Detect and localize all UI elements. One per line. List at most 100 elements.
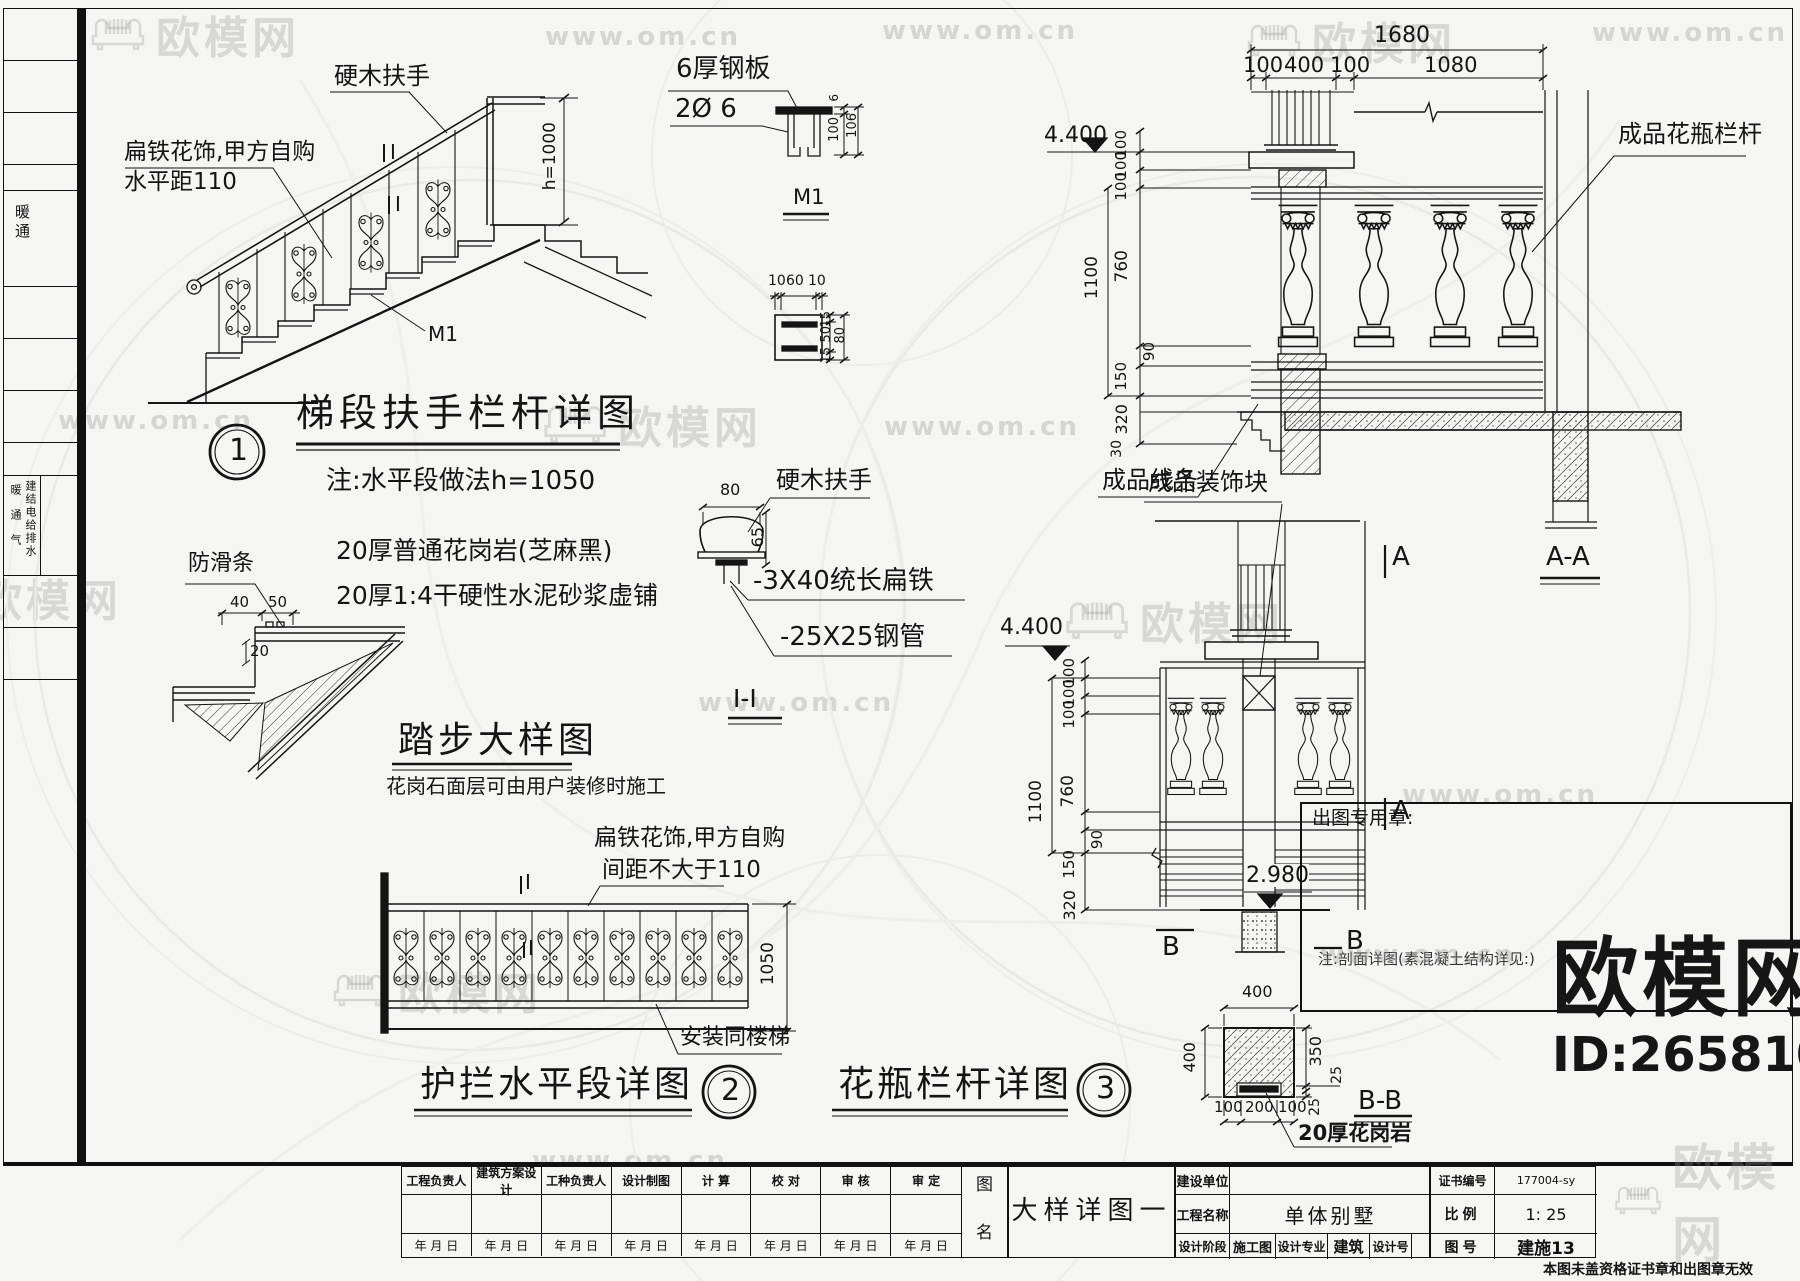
bbsec-dim-100: 100: [1214, 1098, 1243, 1116]
tread-note: 花岗石面层可由用户装修时施工: [386, 774, 666, 798]
bb-block-label: 成品装饰块: [1148, 468, 1268, 496]
d2-spacing-label: 间距不大于110: [602, 857, 761, 883]
tread-antislip-label: 防滑条: [188, 551, 255, 576]
binding-strip: [77, 8, 86, 1163]
d1-number: 1: [229, 433, 249, 468]
sig-cell: [821, 1195, 892, 1234]
bb-dim-760: 760: [1058, 775, 1078, 808]
bb-dim-320: 320: [1060, 890, 1079, 921]
d1-spacing-label: 水平距110: [124, 169, 237, 195]
bb-section-a-mark: A: [1392, 542, 1410, 572]
sig-date: 年 月 日: [542, 1234, 612, 1256]
d2-flat-iron-label: 扁铁花饰,甲方自购: [594, 825, 786, 851]
ii-dim-80: 80: [720, 480, 741, 499]
bbsec-dim-350: 350: [1306, 1036, 1325, 1067]
aa-title: A-A: [1546, 542, 1590, 572]
sidebar: 暖通 暖通气 建结电给排水: [3, 8, 78, 1163]
scale-value: 1: 25: [1495, 1195, 1597, 1234]
d2-section-i-mark: I: [525, 870, 531, 894]
aa-dim-760: 760: [1112, 250, 1132, 283]
d3-number: 3: [1096, 1071, 1116, 1106]
ii-pipe-label: -25X25钢管: [780, 622, 926, 652]
stage-label: 设计阶段: [1176, 1234, 1230, 1259]
m1-dim-106: 106: [845, 113, 860, 138]
ii-dim-65: 65: [748, 527, 767, 548]
m1-dim-80: 80: [833, 327, 848, 344]
bbsec-dim-200: 200: [1245, 1098, 1274, 1116]
figure-name-char: 名: [976, 1223, 993, 1243]
tread-title: 踏步大样图: [398, 720, 599, 761]
bb-level-4400: 4.400: [1000, 615, 1063, 640]
tread-granite-label: 20厚普通花岗岩(芝麻黑): [336, 536, 613, 565]
d1-handrail-label: 硬木扶手: [334, 62, 430, 90]
design-no-value: [1412, 1234, 1431, 1259]
d2-dim-1050: 1050: [758, 942, 778, 986]
cert-table: 证书编号 177004-sy 比例 1: 25 图号 建施13: [1430, 1166, 1597, 1259]
aa-dim-320: 320: [1112, 404, 1131, 435]
cert-label: 证书编号: [1431, 1167, 1495, 1195]
d2-number: 2: [721, 1073, 741, 1108]
project-value: 单体别墅: [1230, 1195, 1431, 1234]
sidebar-disciplines-col1: 暖通气: [9, 484, 22, 559]
m1-dim-15: 15: [819, 347, 834, 364]
tread-mortar-label: 20厚1:4干硬性水泥砂浆虚铺: [336, 581, 659, 610]
m1-dim-100: 100: [827, 117, 842, 142]
ii-title: I-I: [733, 684, 757, 713]
aa-dim-30: 30: [1109, 440, 1125, 458]
sig-date: 年 月 日: [472, 1234, 542, 1256]
aa-dim-100: 100: [1112, 172, 1130, 201]
sig-cell: [402, 1195, 472, 1234]
project-table: 建设单位 工程名称 单体别墅 设计阶段 施工图 设计专业 建筑 设计号: [1175, 1166, 1431, 1259]
stage-value: 施工图: [1230, 1234, 1276, 1259]
d1-title: 梯段扶手栏杆详图: [296, 391, 641, 435]
major-label: 设计专业: [1276, 1234, 1328, 1259]
d1-section-i-mark: I: [390, 140, 396, 164]
figure-name-char: 图: [976, 1175, 993, 1195]
d1-m1-ref: M1: [428, 322, 458, 346]
sig-date: 年 月 日: [402, 1234, 472, 1256]
bb-dim-100: 100: [1060, 700, 1078, 729]
bbsec-dim-25: 25: [1329, 1066, 1345, 1084]
aa-dim-1680: 1680: [1374, 23, 1430, 48]
sig-cell: [611, 1195, 682, 1234]
watermark-big-id: ID:2658100: [1552, 1027, 1800, 1083]
drawing-title-cell: 大样详图一: [1008, 1166, 1175, 1258]
sig-col-header: 计 算: [681, 1167, 752, 1195]
signature-table: 工程负责人 建筑方案设计 工种负责人 设计制图 计 算 校 对 审 核 审 定 …: [401, 1166, 962, 1258]
m1-bolt-label: 2Ø 6: [675, 94, 737, 124]
d1-section-i-mark: I: [395, 192, 401, 216]
bb-dim-90: 90: [1088, 830, 1106, 850]
design-no-label: 设计号: [1370, 1234, 1412, 1259]
drawing-title: 大样详图一: [1011, 1196, 1172, 1227]
cert-value: 177004-sy: [1495, 1167, 1597, 1195]
sig-col-header: 工程负责人: [402, 1167, 472, 1195]
d1-height-dim: h=1000: [540, 122, 560, 191]
m1-dim-10: 10: [768, 273, 786, 289]
stamp-note: 注:剖面详图(素混凝土结构详见:): [1318, 950, 1535, 968]
fig-label: 图号: [1431, 1234, 1495, 1259]
aa-dim-150: 150: [1112, 362, 1130, 391]
sig-col-header: 工种负责人: [541, 1167, 612, 1195]
sig-date: 年 月 日: [821, 1234, 892, 1256]
sig-date: 年 月 日: [751, 1234, 822, 1256]
bb-dim-150: 150: [1060, 850, 1078, 879]
project-label: 工程名称: [1176, 1195, 1230, 1234]
stamp-title: 出图专用章:: [1312, 807, 1414, 829]
m1-dim-6: 6: [827, 94, 841, 102]
bbsec-dim-25: 25: [1307, 1098, 1323, 1116]
d2-title: 护拦水平段详图: [420, 1064, 694, 1105]
owner-value: [1230, 1167, 1431, 1195]
d3-title: 花瓶栏杆详图: [838, 1064, 1073, 1105]
tread-dim-50: 50: [268, 593, 288, 611]
sig-date: 年 月 日: [612, 1234, 682, 1256]
owner-label: 建设单位: [1176, 1167, 1230, 1195]
bb-section-b-mark: B: [1162, 932, 1180, 962]
tread-dim-20: 20: [250, 642, 270, 660]
bbsec-dim-100: 100: [1278, 1098, 1307, 1116]
scale-label: 比例: [1431, 1195, 1495, 1234]
sig-col-header: 审 核: [821, 1167, 892, 1195]
sig-cell: [681, 1195, 752, 1234]
sig-col-header: 设计制图: [611, 1167, 682, 1195]
m1-plate-label: 6厚钢板: [676, 54, 771, 84]
